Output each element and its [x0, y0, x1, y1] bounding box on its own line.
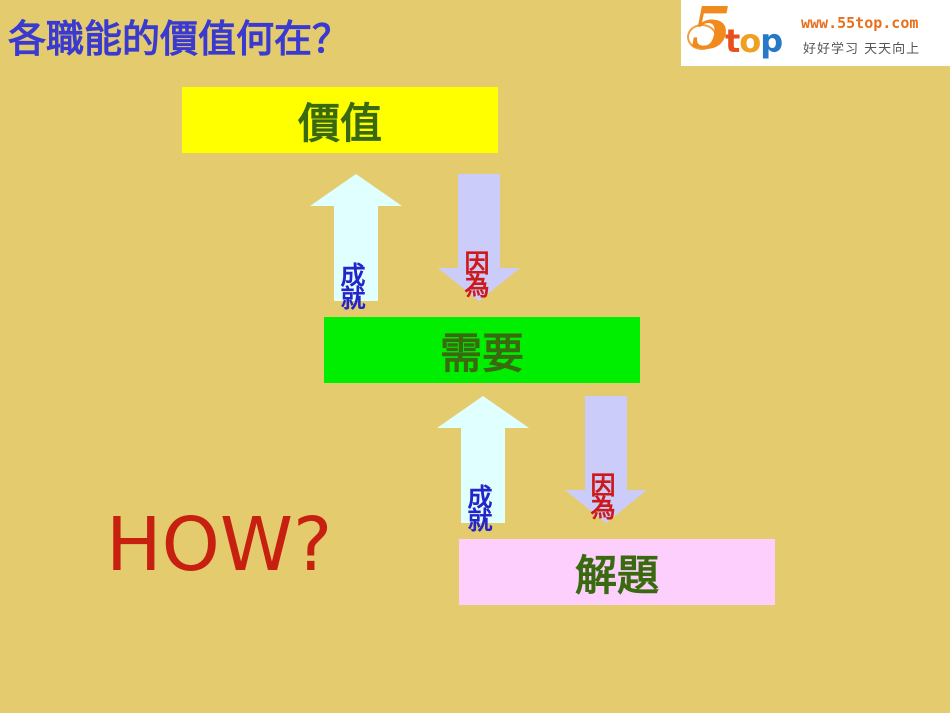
need-box: 需要	[324, 317, 640, 383]
upper-down-arrow-label: 因為	[461, 250, 490, 296]
lower-up-arrow-label: 成就	[464, 484, 493, 530]
value-box: 價值	[182, 87, 498, 153]
upper-up-arrow	[310, 174, 402, 301]
value-box-label: 價值	[297, 98, 382, 148]
lower-down-arrow-label: 因為	[587, 472, 616, 518]
logo-url: www.55top.com	[801, 14, 919, 32]
lower-down-arrow	[565, 396, 647, 523]
logo-ring-icon	[687, 24, 717, 50]
solve-box: 解題	[459, 539, 775, 605]
solve-box-label: 解題	[574, 550, 659, 600]
site-logo: 5 top www.55top.com 好好学习 天天向上	[681, 0, 950, 66]
slide-title: 各職能的價值何在？	[8, 17, 351, 61]
lower-up-arrow	[437, 396, 529, 523]
upper-up-arrow-label: 成就	[337, 262, 366, 308]
upper-down-arrow	[438, 174, 520, 301]
logo-digit: 5	[691, 0, 732, 62]
logo-slogan: 好好学习 天天向上	[803, 42, 921, 57]
need-box-label: 需要	[439, 328, 524, 378]
how-question: HOW?	[106, 502, 333, 588]
logo-word: top	[725, 22, 783, 60]
